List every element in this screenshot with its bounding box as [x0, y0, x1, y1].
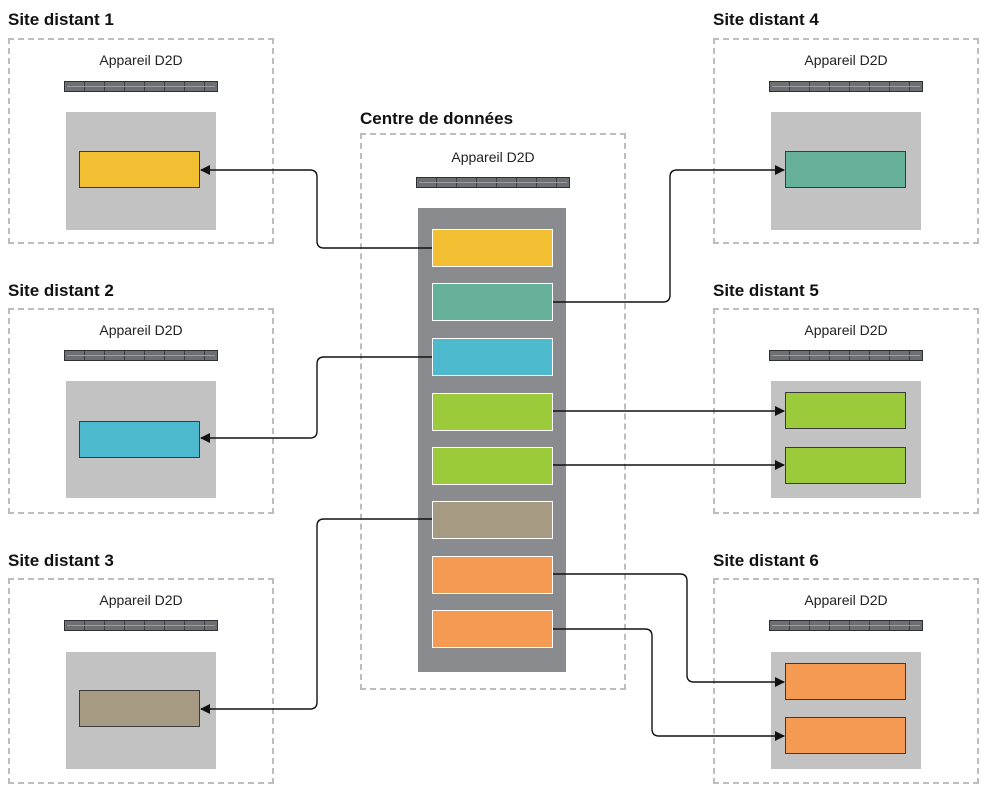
site-1-device-label: Appareil D2D [99, 52, 183, 68]
site-4-box [713, 38, 979, 244]
site-2-device-label: Appareil D2D [99, 322, 183, 338]
site-5-title: Site distant 5 [713, 281, 819, 300]
site-2-block-1 [79, 421, 200, 458]
site-3-block-1 [79, 690, 200, 727]
site-5-appliance-icon [769, 350, 923, 361]
site-4-device-label: Appareil D2D [804, 52, 888, 68]
center-block-7 [432, 556, 553, 594]
site-5-block-2 [785, 447, 906, 484]
center-device-label: Appareil D2D [451, 149, 535, 165]
site-2-box [8, 308, 274, 514]
site-6-device-label: Appareil D2D [804, 592, 888, 608]
site-5-device-label: Appareil D2D [804, 322, 888, 338]
site-1-block-1 [79, 151, 200, 188]
site-4-title: Site distant 4 [713, 10, 819, 29]
site-6-title: Site distant 6 [713, 551, 819, 570]
site-2-title: Site distant 2 [8, 281, 114, 300]
site-1-appliance-icon [64, 81, 218, 92]
site-4-block-1 [785, 151, 906, 188]
site-6-appliance-icon [769, 620, 923, 631]
site-1-box [8, 38, 274, 244]
center-appliance-icon [416, 177, 570, 188]
site-3-appliance-icon [64, 620, 218, 631]
center-block-6 [432, 501, 553, 539]
link-center-to-site-2 [200, 356, 432, 443]
site-3-device-label: Appareil D2D [99, 592, 183, 608]
center-block-1 [432, 229, 553, 267]
site-4-appliance-icon [769, 81, 923, 92]
link-center-to-site-3 [200, 518, 432, 714]
site-6-block-1 [785, 663, 906, 700]
site-6-box [713, 578, 979, 784]
site-5-block-1 [785, 392, 906, 429]
link-center-to-site-4 [553, 165, 785, 303]
center-block-4 [432, 393, 553, 431]
center-block-8 [432, 610, 553, 648]
site-2-appliance-icon [64, 350, 218, 361]
center-block-3 [432, 338, 553, 376]
site-3-box [8, 578, 274, 784]
link-center-to-site-6-b [553, 628, 785, 741]
site-1-title: Site distant 1 [8, 10, 114, 29]
center-block-2 [432, 283, 553, 321]
site-6-block-2 [785, 717, 906, 754]
center-title: Centre de données [360, 109, 514, 128]
link-center-to-site-1 [200, 165, 432, 249]
center-block-5 [432, 447, 553, 485]
link-center-to-site-6-a [553, 573, 785, 687]
site-3-title: Site distant 3 [8, 551, 114, 570]
